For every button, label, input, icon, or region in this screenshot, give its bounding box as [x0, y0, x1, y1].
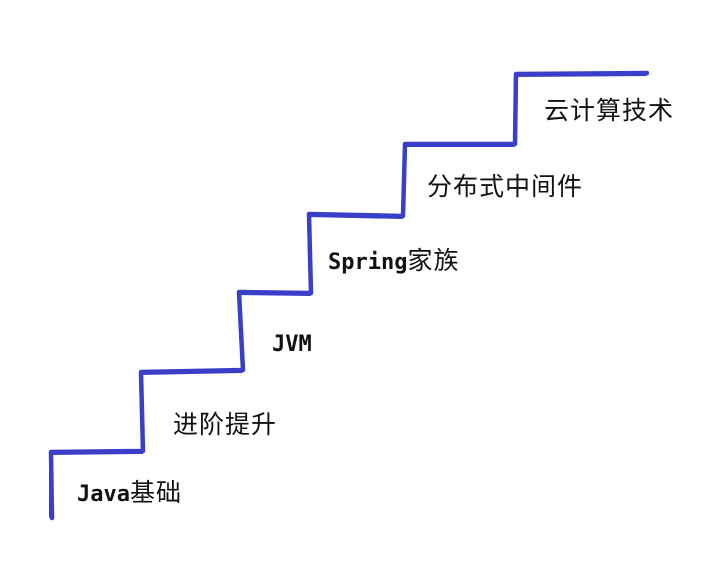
step-label-jvm: JVM — [272, 330, 312, 356]
step-label-cloud-computing: 云计算技术 — [544, 98, 674, 124]
step-label-latin: Spring — [328, 250, 408, 275]
step-label-advanced: 进阶提升 — [173, 412, 277, 438]
staircase-line-shadow — [49, 74, 647, 518]
step-label-cjk: 家族 — [407, 246, 460, 275]
step-label-latin: Java — [77, 482, 130, 507]
step-label-spring-family: Spring家族 — [328, 248, 460, 274]
staircase-line — [48, 70, 650, 521]
step-label-cjk: 基础 — [129, 478, 182, 507]
step-label-cjk: 云计算技术 — [544, 96, 675, 125]
step-label-latin: JVM — [272, 332, 312, 357]
step-label-java-basics: Java基础 — [77, 480, 182, 506]
step-label-cjk: 进阶提升 — [173, 410, 278, 439]
step-label-distributed-middleware: 分布式中间件 — [427, 174, 583, 200]
step-label-cjk: 分布式中间件 — [427, 172, 584, 201]
